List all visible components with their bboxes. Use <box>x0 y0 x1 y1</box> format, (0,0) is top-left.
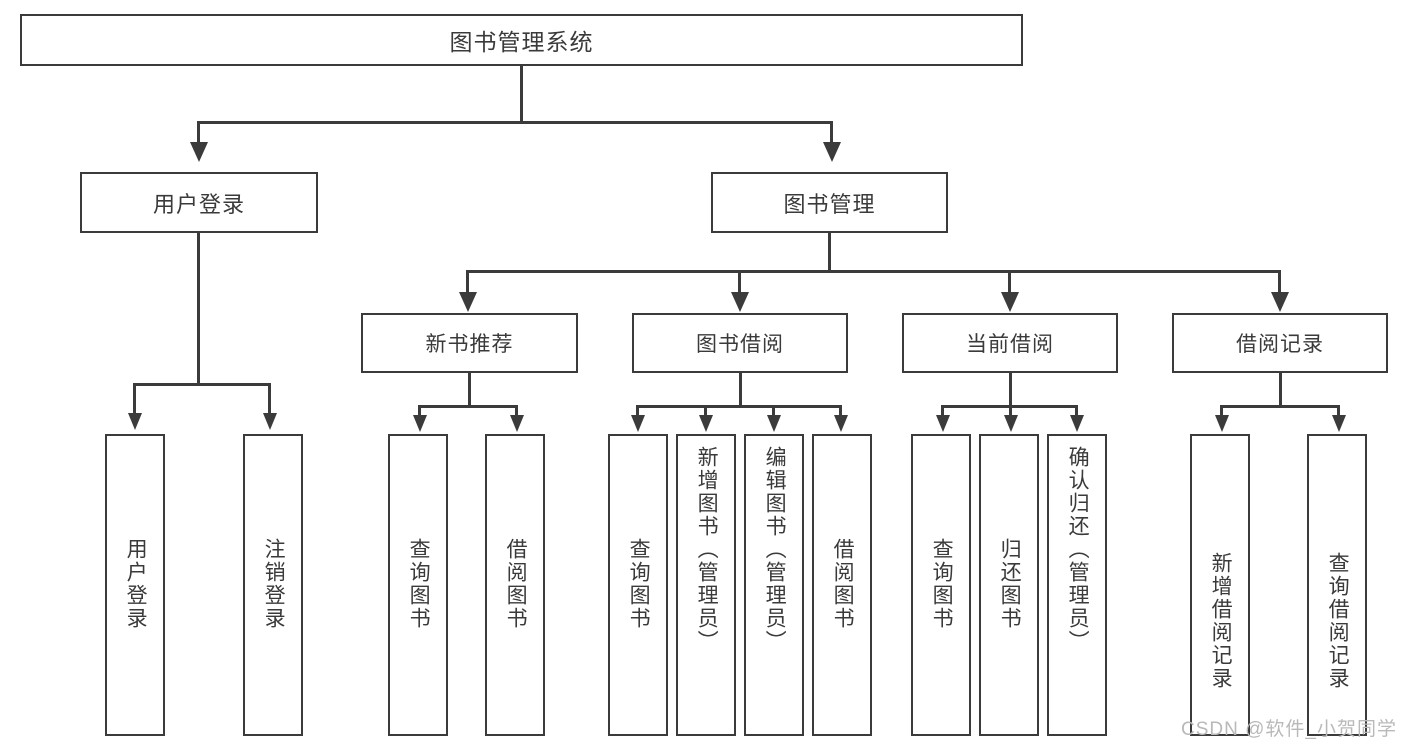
connector-root-bus <box>197 121 832 124</box>
arrow-to-leaf-add-book <box>699 415 713 432</box>
connector-level3-drop-4 <box>1278 270 1281 294</box>
connector-book-borrow-drop-2 <box>704 405 707 417</box>
leaf-label: 用户登录 <box>124 538 148 630</box>
arrow-to-leaf-logout <box>263 413 277 430</box>
connector-level3-bus <box>466 270 1280 273</box>
leaf-label: 查询借阅记录 <box>1326 552 1350 690</box>
connector-current-borrow-drop-1 <box>941 405 944 417</box>
arrow-to-book-management <box>823 142 841 162</box>
node-new-book-recommend[interactable]: 新书推荐 <box>361 313 578 373</box>
connector-new-book-bus <box>418 405 518 408</box>
connector-level3-drop-1 <box>466 270 469 294</box>
node-label: 新书推荐 <box>425 333 514 356</box>
leaf-query-book-current[interactable]: 查询图书 <box>911 434 971 736</box>
arrow-to-leaf-confirm-return <box>1070 415 1084 432</box>
connector-book-borrow-drop-1 <box>636 405 639 417</box>
node-book-management[interactable]: 图书管理 <box>711 172 948 233</box>
arrow-to-current-borrow <box>1001 292 1019 312</box>
leaf-label: 确认归还（管理员） <box>1066 446 1090 653</box>
node-user-login[interactable]: 用户登录 <box>80 172 318 233</box>
leaf-add-book-admin[interactable]: 新增图书（管理员） <box>676 434 736 736</box>
connector-borrow-record-drop-2 <box>1337 405 1340 417</box>
leaf-query-borrow-record[interactable]: 查询借阅记录 <box>1307 434 1367 736</box>
connector-level3-drop-3 <box>1008 270 1011 294</box>
leaf-query-book-borrow[interactable]: 查询图书 <box>608 434 668 736</box>
connector-root-drop-left <box>197 121 200 143</box>
leaf-label: 查询图书 <box>627 538 651 630</box>
node-label: 用户登录 <box>152 191 245 217</box>
arrow-to-borrow-record <box>1271 292 1289 312</box>
leaf-label: 借阅图书 <box>831 538 855 630</box>
leaf-add-borrow-record[interactable]: 新增借阅记录 <box>1190 434 1250 736</box>
connector-user-login-drop-1 <box>133 383 136 415</box>
leaf-return-book[interactable]: 归还图书 <box>979 434 1039 736</box>
node-label: 借阅记录 <box>1236 333 1324 356</box>
connector-user-login-bus <box>133 383 270 386</box>
connector-new-book-drop-2 <box>515 405 518 417</box>
leaf-label: 借阅图书 <box>504 538 528 630</box>
arrow-to-leaf-query-book-3 <box>936 415 950 432</box>
leaf-label: 查询图书 <box>930 538 954 630</box>
leaf-label: 归还图书 <box>998 538 1022 630</box>
arrow-to-leaf-query-book-1 <box>413 415 427 432</box>
leaf-borrow-book-recommend[interactable]: 借阅图书 <box>485 434 545 736</box>
connector-root-stem <box>520 66 523 122</box>
leaf-borrow-book[interactable]: 借阅图书 <box>812 434 872 736</box>
connector-borrow-record-bus <box>1220 405 1340 408</box>
connector-new-book-stem <box>468 373 471 407</box>
connector-borrow-record-stem <box>1279 373 1282 407</box>
node-root-book-management-system[interactable]: 图书管理系统 <box>20 14 1023 66</box>
connector-current-borrow-drop-3 <box>1075 405 1078 417</box>
connector-book-borrow-drop-3 <box>772 405 775 417</box>
node-borrow-record[interactable]: 借阅记录 <box>1172 313 1388 373</box>
arrow-to-leaf-borrow-book-1 <box>510 415 524 432</box>
arrow-to-leaf-edit-book <box>767 415 781 432</box>
leaf-label: 新增借阅记录 <box>1209 552 1233 690</box>
leaf-label: 新增图书（管理员） <box>695 446 719 653</box>
node-label: 图书管理系统 <box>449 29 594 55</box>
arrow-to-leaf-return-book <box>1004 415 1018 432</box>
node-current-borrow[interactable]: 当前借阅 <box>902 313 1118 373</box>
node-label: 图书管理 <box>783 191 876 217</box>
arrow-to-book-borrow <box>731 292 749 312</box>
connector-root-drop-right <box>830 121 833 143</box>
leaf-label: 编辑图书（管理员） <box>763 446 787 653</box>
connector-current-borrow-stem <box>1009 373 1012 407</box>
arrow-to-leaf-query-record <box>1332 415 1346 432</box>
connector-user-login-stem <box>197 233 200 385</box>
arrow-to-new-book-recommend <box>459 292 477 312</box>
node-label: 图书借阅 <box>696 333 784 356</box>
arrow-to-user-login <box>190 142 208 162</box>
arrow-to-leaf-borrow-book-2 <box>834 415 848 432</box>
connector-book-borrow-stem <box>739 373 742 407</box>
leaf-edit-book-admin[interactable]: 编辑图书（管理员） <box>744 434 804 736</box>
leaf-user-login[interactable]: 用户登录 <box>105 434 165 736</box>
leaf-logout[interactable]: 注销登录 <box>243 434 303 736</box>
arrow-to-leaf-query-book-2 <box>631 415 645 432</box>
connector-book-borrow-drop-4 <box>839 405 842 417</box>
connector-current-borrow-drop-2 <box>1009 405 1012 417</box>
arrow-to-leaf-user-login <box>128 413 142 430</box>
leaf-label: 查询图书 <box>407 538 431 630</box>
leaf-confirm-return-admin[interactable]: 确认归还（管理员） <box>1047 434 1107 736</box>
node-book-borrow[interactable]: 图书借阅 <box>632 313 848 373</box>
node-label: 当前借阅 <box>966 333 1054 356</box>
leaf-label: 注销登录 <box>262 538 286 630</box>
leaf-query-book-recommend[interactable]: 查询图书 <box>388 434 448 736</box>
connector-borrow-record-drop-1 <box>1220 405 1223 417</box>
connector-user-login-drop-2 <box>268 383 271 415</box>
arrow-to-leaf-add-record <box>1215 415 1229 432</box>
connector-level3-drop-2 <box>738 270 741 294</box>
connector-book-borrow-bus <box>636 405 842 408</box>
connector-book-management-stem <box>828 233 831 272</box>
connector-new-book-drop-1 <box>418 405 421 417</box>
